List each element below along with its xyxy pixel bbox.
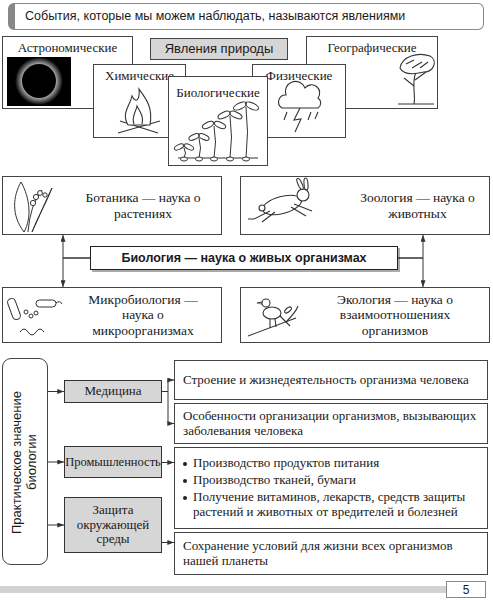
science-box: Зоология — наука о животных bbox=[240, 176, 490, 235]
connector-arrow bbox=[162, 542, 174, 543]
connector-arrow bbox=[162, 392, 174, 424]
connector-arrow bbox=[48, 462, 64, 463]
bullet-text: Производство тканей, бумаги bbox=[193, 473, 356, 488]
connector-arrow bbox=[162, 462, 174, 463]
description-box: Особенности организации организмов, вызы… bbox=[174, 403, 488, 444]
box-text: Сохранение условий для жизни всех органи… bbox=[183, 539, 479, 569]
box-text: Промышленность bbox=[65, 455, 161, 469]
box-text: Явления природы bbox=[165, 42, 274, 57]
connector-arrow bbox=[63, 235, 90, 258]
connector-arrow bbox=[48, 391, 64, 392]
box-text: Химические bbox=[105, 69, 174, 84]
connector-arrow bbox=[162, 380, 174, 392]
science-box: Экология — наука о взаимоотношениях орга… bbox=[240, 287, 490, 343]
connector-arrow bbox=[63, 258, 90, 287]
box-text: Биологические bbox=[176, 86, 259, 101]
connector-arrow bbox=[398, 235, 423, 258]
box-text: Особенности организации организмов, вызы… bbox=[183, 409, 479, 439]
box-text: Строение и жизнедеятельность организма ч… bbox=[183, 373, 479, 388]
box-text: Защита окружающей среды bbox=[65, 503, 161, 548]
box-text: События, которые мы можем наблюдать, наз… bbox=[25, 9, 405, 23]
description-box: Сохранение условий для жизни всех органи… bbox=[174, 532, 488, 575]
box-text: Географические bbox=[327, 41, 416, 56]
bullet-item: Производство тканей, бумаги bbox=[183, 473, 479, 488]
bullet-item: Получение витаминов, лекарств, средств з… bbox=[183, 490, 479, 520]
box-text: Зоология — наука о животных bbox=[359, 190, 477, 221]
central-box: Биология — наука о живых организмах bbox=[90, 246, 398, 270]
group-heading: Явления природы bbox=[150, 38, 288, 60]
area-box: Медицина bbox=[64, 380, 162, 403]
box-text: Астрономические bbox=[18, 41, 118, 56]
page-bar bbox=[0, 586, 446, 593]
connector-arrow bbox=[48, 525, 64, 526]
bullet-dot bbox=[183, 462, 187, 466]
science-box: Ботаника — наука о растениях bbox=[2, 176, 222, 235]
bullet-list-box: Производство продуктов питанияПроизводст… bbox=[174, 447, 488, 529]
bullet-item: Производство продуктов питания bbox=[183, 456, 479, 471]
bullet-dot bbox=[183, 496, 187, 500]
box-text: Физические bbox=[266, 69, 333, 84]
box-text: Ботаника — наука о растениях bbox=[84, 190, 202, 221]
box-text: Экология — наука о взаимоотношениях орга… bbox=[329, 292, 461, 339]
science-box: Микробиология — наука о микроорганизмах bbox=[2, 287, 222, 343]
box-text: Микробиология — наука о микроорганизмах bbox=[84, 292, 202, 339]
connector-arrow bbox=[398, 258, 423, 287]
area-box: Защита окружающей среды bbox=[64, 497, 162, 553]
page-number: 5 bbox=[446, 581, 486, 598]
phenomenon-box: Биологические bbox=[168, 76, 268, 166]
vertical-heading: Практическое значение биологии bbox=[2, 358, 48, 565]
bullet-text: Получение витаминов, лекарств, средств з… bbox=[193, 490, 479, 520]
definition-banner: События, которые мы можем наблюдать, наз… bbox=[8, 3, 484, 30]
page-bar bbox=[0, 586, 446, 593]
area-box: Промышленность bbox=[64, 446, 162, 478]
description-box: Строение и жизнедеятельность организма ч… bbox=[174, 360, 488, 400]
bullet-dot bbox=[183, 479, 187, 483]
bullet-text: Производство продуктов питания bbox=[193, 456, 379, 471]
box-text: Медицина bbox=[84, 384, 141, 399]
box-text: Практическое значение биологии bbox=[10, 376, 40, 548]
box-text: Биология — наука о живых организмах bbox=[121, 251, 366, 265]
